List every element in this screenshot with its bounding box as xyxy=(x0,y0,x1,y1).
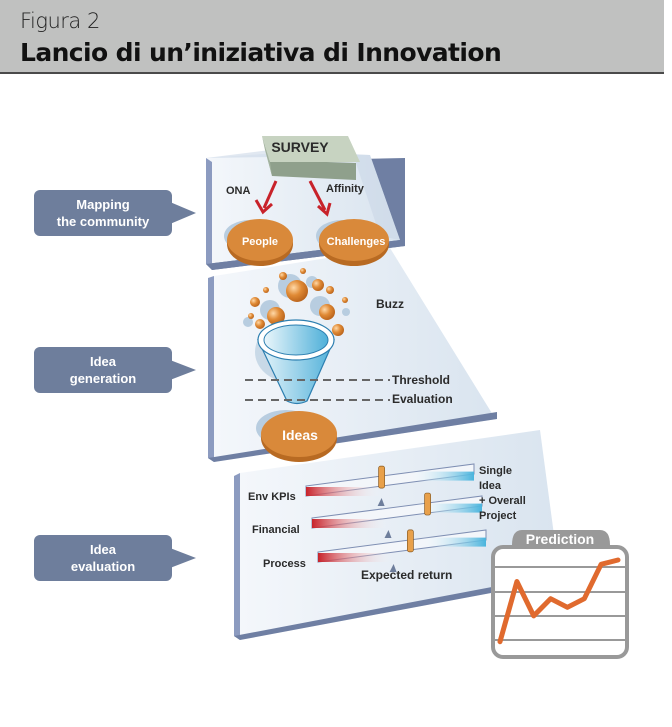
expected-return-marker xyxy=(377,498,385,506)
buzz-bubble xyxy=(342,297,348,303)
panel-generation xyxy=(208,248,497,462)
slider-handle xyxy=(407,529,414,553)
buzz-bubble xyxy=(263,287,269,293)
scope-label-line1: Single xyxy=(479,465,512,477)
buzz-bubble xyxy=(279,272,287,280)
slider-handle xyxy=(424,492,431,516)
slider-label-env-kpis: Env KPIs xyxy=(248,491,296,503)
slider-positive-range xyxy=(414,503,482,513)
stage-label-evaluation: Idea evaluation xyxy=(34,535,196,581)
scope-label-line4: Project xyxy=(479,510,517,522)
buzz-bubble xyxy=(332,324,344,336)
slider-negative-range xyxy=(318,553,394,562)
slider-label-process: Process xyxy=(263,558,306,570)
slider-negative-range xyxy=(312,519,389,528)
stage-label-line2: the community xyxy=(57,214,150,229)
prediction-trend-line xyxy=(497,557,621,645)
slider-positive-range xyxy=(418,537,486,547)
buzz-bubble xyxy=(300,268,306,274)
buzz-bubble xyxy=(286,280,308,302)
node-people: People xyxy=(224,219,293,266)
buzz-bubble xyxy=(248,313,254,319)
figure-title: Lancio di un’iniziativa di Innovation xyxy=(20,38,502,67)
threshold-label: Threshold xyxy=(392,373,450,387)
bubble-shadow xyxy=(243,317,253,327)
stage-label-line1: Idea xyxy=(90,354,117,369)
stage-label-generation: Idea generation xyxy=(34,347,196,393)
survey-card: SURVEY xyxy=(262,136,360,180)
expected-return-marker xyxy=(384,530,392,538)
figure-header: Figura 2 Lancio di un’iniziativa di Inno… xyxy=(0,0,664,74)
buzz-bubble xyxy=(312,279,324,291)
slider-handle xyxy=(378,465,385,489)
ona-label: ONA xyxy=(226,185,251,197)
affinity-label: Affinity xyxy=(326,183,365,195)
buzz-bubble xyxy=(250,297,260,307)
stage-label-line2: generation xyxy=(70,371,137,386)
slider-label-financial: Financial xyxy=(252,524,300,536)
buzz-bubble xyxy=(319,304,335,320)
figure-label: Figura 2 xyxy=(20,9,100,33)
challenges-label: Challenges xyxy=(327,236,386,248)
buzz-bubbles xyxy=(243,268,350,337)
node-challenges: Challenges xyxy=(316,219,389,266)
buzz-bubble xyxy=(267,307,285,325)
expected-return-marker xyxy=(389,564,397,572)
stage-label-line1: Mapping xyxy=(76,197,129,212)
node-ideas: Ideas xyxy=(256,410,337,462)
prediction-card: Prediction xyxy=(491,530,629,659)
stage-label-line2: evaluation xyxy=(71,559,135,574)
evaluation-slider xyxy=(311,492,483,538)
expected-return-label: Expected return xyxy=(361,568,452,582)
buzz-label: Buzz xyxy=(376,297,404,311)
stage-label-mapping: Mapping the community xyxy=(34,190,196,236)
slider-positive-range xyxy=(406,471,474,481)
stage-label-line1: Idea xyxy=(90,542,117,557)
slider-group xyxy=(305,463,487,572)
people-label: People xyxy=(242,236,278,248)
buzz-bubble xyxy=(255,319,265,329)
buzz-bubble xyxy=(326,286,334,294)
funnel xyxy=(255,319,335,405)
panel-evaluation xyxy=(234,430,560,640)
evaluation-slider xyxy=(305,463,475,506)
prediction-title: Prediction xyxy=(526,531,594,547)
slider-negative-range xyxy=(306,487,382,496)
scope-label-line3: + Overall xyxy=(479,495,526,507)
bubble-shadow xyxy=(342,308,350,316)
ideas-label: Ideas xyxy=(282,427,318,443)
evaluation-slider xyxy=(317,529,487,572)
survey-label: SURVEY xyxy=(271,139,329,155)
arrow-ona xyxy=(254,180,278,215)
arrow-affinity xyxy=(308,180,332,217)
scope-label-line2: Idea xyxy=(479,480,502,492)
evaluation-label: Evaluation xyxy=(392,392,453,406)
